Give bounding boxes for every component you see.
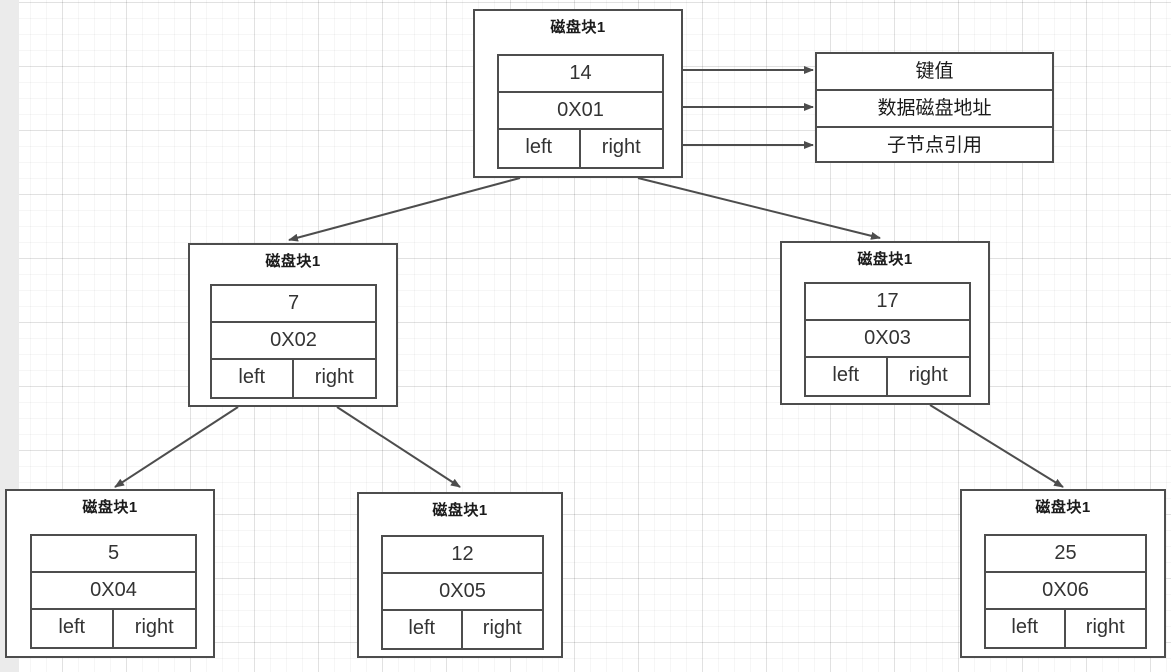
field-child-pointers: left right bbox=[212, 360, 375, 397]
node-leaf-2[interactable]: 磁盘块1 12 0X05 left right bbox=[357, 492, 563, 658]
node-title: 磁盘块1 bbox=[82, 499, 138, 516]
field-address: 0X03 bbox=[806, 321, 969, 358]
field-left-pointer[interactable]: left bbox=[32, 610, 114, 647]
node-fields-table: 14 0X01 left right bbox=[497, 54, 664, 169]
field-right-pointer[interactable]: right bbox=[482, 617, 522, 639]
edge-right-child-to-leaf-3 bbox=[929, 404, 1064, 488]
legend-child-node-reference: 子节点引用 bbox=[886, 135, 982, 156]
field-key: 12 bbox=[383, 537, 542, 574]
field-child-pointers: left right bbox=[986, 610, 1145, 647]
field-child-pointers: left right bbox=[32, 610, 195, 647]
field-key: 7 bbox=[212, 286, 375, 323]
field-child-pointers: left right bbox=[806, 358, 969, 395]
field-left-pointer[interactable]: left bbox=[499, 130, 581, 167]
field-address: 0X06 bbox=[986, 573, 1145, 610]
node-fields-table: 25 0X06 left right bbox=[984, 534, 1147, 649]
legend-box: 键值 数据磁盘地址 子节点引用 bbox=[815, 52, 1054, 163]
node-child-right[interactable]: 磁盘块1 17 0X03 left right bbox=[780, 241, 990, 405]
edge-left-child-to-leaf-2 bbox=[336, 406, 461, 488]
field-left-pointer[interactable]: left bbox=[383, 611, 463, 648]
field-address: 0X05 bbox=[383, 574, 542, 611]
field-right-pointer[interactable]: right bbox=[314, 366, 354, 388]
field-key: 25 bbox=[986, 536, 1145, 573]
edge-root-to-left-child bbox=[288, 177, 521, 242]
edge-left-child-to-leaf-1 bbox=[114, 406, 239, 488]
field-left-pointer[interactable]: left bbox=[986, 610, 1066, 647]
field-key: 14 bbox=[499, 56, 662, 93]
field-child-pointers: left right bbox=[499, 130, 662, 167]
field-right-pointer[interactable]: right bbox=[134, 616, 174, 638]
edge-root-to-right-child bbox=[637, 177, 881, 240]
node-title: 磁盘块1 bbox=[265, 253, 321, 270]
node-fields-table: 5 0X04 left right bbox=[30, 534, 197, 649]
field-right-pointer[interactable]: right bbox=[601, 136, 641, 158]
field-left-pointer[interactable]: left bbox=[212, 360, 294, 397]
field-key: 17 bbox=[806, 284, 969, 321]
node-root[interactable]: 磁盘块1 14 0X01 left right bbox=[473, 9, 683, 178]
node-title: 磁盘块1 bbox=[432, 502, 488, 519]
node-title: 磁盘块1 bbox=[857, 251, 913, 268]
field-left-pointer[interactable]: left bbox=[806, 358, 888, 395]
field-child-pointers: left right bbox=[383, 611, 542, 648]
node-fields-table: 17 0X03 left right bbox=[804, 282, 971, 397]
node-child-left[interactable]: 磁盘块1 7 0X02 left right bbox=[188, 243, 398, 407]
field-address: 0X02 bbox=[212, 323, 375, 360]
node-fields-table: 12 0X05 left right bbox=[381, 535, 544, 650]
node-fields-table: 7 0X02 left right bbox=[210, 284, 377, 399]
node-leaf-3[interactable]: 磁盘块1 25 0X06 left right bbox=[960, 489, 1166, 658]
field-right-pointer[interactable]: right bbox=[1085, 616, 1125, 638]
legend-data-disk-address: 数据磁盘地址 bbox=[817, 91, 1052, 128]
field-address: 0X04 bbox=[32, 573, 195, 610]
field-right-pointer[interactable]: right bbox=[908, 364, 948, 386]
node-title: 磁盘块1 bbox=[550, 19, 606, 36]
field-address: 0X01 bbox=[499, 93, 662, 130]
node-title: 磁盘块1 bbox=[1035, 499, 1091, 516]
legend-key-value: 键值 bbox=[817, 54, 1052, 91]
node-leaf-1[interactable]: 磁盘块1 5 0X04 left right bbox=[5, 489, 215, 658]
field-key: 5 bbox=[32, 536, 195, 573]
